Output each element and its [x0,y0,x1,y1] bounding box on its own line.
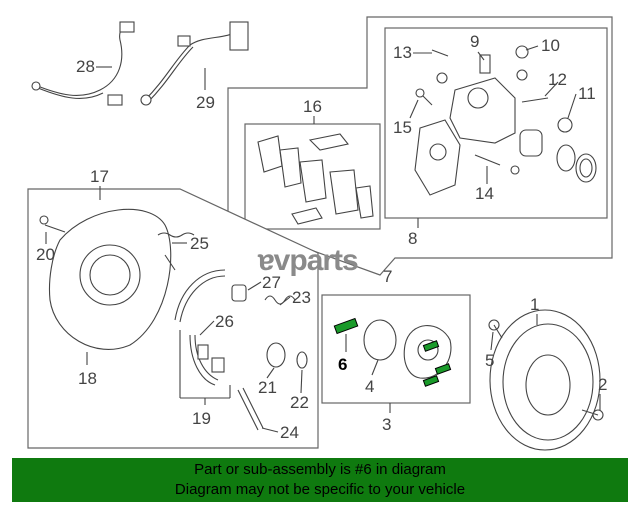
watermark-logo: ɐvparts [257,244,358,277]
callout-5: 5 [485,351,494,370]
abs-sensor-29 [140,21,249,106]
info-banner: Part or sub-assembly is #6 in diagram Di… [12,458,628,502]
brake-pads-16 [257,133,374,225]
callout-20: 20 [36,245,55,264]
parking-brake-parts [157,232,308,431]
abs-sensor-28 [31,21,135,106]
backing-plate-18 [39,208,172,350]
callout-27: 27 [262,273,281,292]
callout-8: 8 [408,229,417,248]
banner-line-1: Part or sub-assembly is #6 in diagram [194,461,446,478]
callout-1: 1 [530,295,539,314]
callout-29: 29 [196,93,215,112]
callout-13: 13 [393,43,412,62]
brake-rotor-1 [488,309,604,451]
callout-7: 7 [383,267,392,286]
leader-lines [45,45,601,433]
callout-9: 9 [470,32,479,51]
callout-24: 24 [280,423,299,442]
callout-28: 28 [76,57,95,76]
highlighted-part-6-bolt [333,317,359,335]
caliper-assembly [414,45,597,196]
callout-14: 14 [475,184,494,203]
callout-19: 19 [192,409,211,428]
callout-22: 22 [290,393,309,412]
callout-12: 12 [548,70,567,89]
callout-11: 11 [578,84,596,103]
callout-16: 16 [303,97,322,116]
banner-line-2: Diagram may not be specific to your vehi… [174,481,466,498]
callout-6: 6 [338,355,347,374]
hub-assembly-3 [363,319,452,387]
callout-10: 10 [541,36,560,55]
callout-18: 18 [78,369,97,388]
callout-2: 2 [598,375,607,394]
callout-15: 15 [393,118,412,137]
callout-17: 17 [90,167,109,186]
callout-26: 26 [215,312,234,331]
parts-diagram: ɐvparts 1 2 3 4 5 6 7 8 9 10 11 12 13 14… [27,16,613,451]
callout-25: 25 [190,234,209,253]
callout-21: 21 [258,378,277,397]
callout-23: 23 [292,288,311,307]
callout-4: 4 [365,377,374,396]
callout-3: 3 [382,415,391,434]
